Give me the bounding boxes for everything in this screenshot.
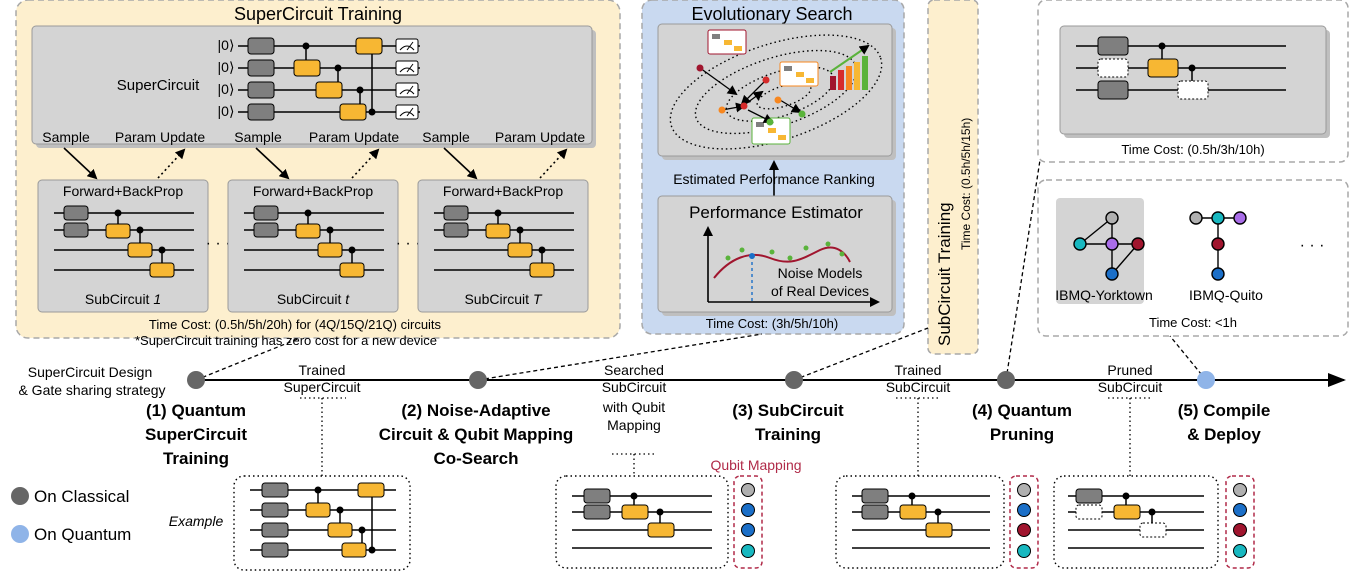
subcircuit-panel-T: Forward+BackProp SubCircuit T: [417, 179, 589, 313]
qubit-mapping-column-2: [1009, 475, 1039, 569]
stage-2-line-3: Co-Search: [433, 449, 518, 468]
subcircuit-name-T: SubCircuit T: [464, 291, 542, 307]
example-leaders: [300, 397, 1152, 476]
example-label: Example: [169, 513, 224, 529]
stage-labels: (1) Quantum SuperCircuit Training (2) No…: [145, 401, 1270, 468]
node-stage-4: [997, 371, 1015, 389]
legend-quantum-marker: [11, 525, 29, 543]
param-update-label-3: Param Update: [495, 129, 585, 145]
subcircuit-name-1: SubCircuit 1: [85, 291, 161, 307]
supercircuit-training-title: SuperCircuit Training: [234, 4, 402, 24]
candidate-circuit-thumbnails: [707, 29, 819, 145]
edge-label-2d: Mapping: [607, 417, 661, 433]
edge-label-3a: Trained: [895, 362, 942, 378]
forward-label-2: Forward+BackProp: [253, 183, 373, 199]
start-label-2: & Gate sharing strategy: [18, 382, 165, 398]
compile-time-cost: Time Cost: <1h: [1149, 315, 1237, 330]
sample-label-1: Sample: [42, 129, 90, 145]
panel-connectors: [195, 159, 1207, 381]
quito-topology: [1189, 211, 1247, 281]
subcircuit-panel-t: Forward+BackProp SubCircuit t: [227, 179, 399, 313]
evolution-time-cost: Time Cost: (3h/5h/10h): [706, 316, 838, 331]
pipeline-nodes: [187, 371, 1215, 389]
edge-label-4b: SubCircuit: [1098, 379, 1163, 395]
edge-label-2b: SubCircuit: [602, 379, 667, 395]
stage-1-line-3: Training: [163, 449, 229, 468]
edge-label-4a: Pruned: [1107, 362, 1152, 378]
example-pruned-subcircuit: [1053, 475, 1219, 569]
stage-4-line-2: Pruning: [990, 425, 1054, 444]
evolution-title: Evolutionary Search: [691, 4, 852, 24]
stage-5-line-2: & Deploy: [1187, 425, 1261, 444]
qubit-mapping-label: Qubit Mapping: [710, 457, 801, 473]
edge-label-3b: SubCircuit: [886, 379, 951, 395]
forward-label-1: Forward+BackProp: [63, 183, 183, 199]
subcircuit-training-panel: SubCircuit Training Time Cost: (0.5h/5h/…: [927, 0, 979, 355]
qubit-mapping-column-1: [733, 475, 763, 569]
legend: On Classical On Quantum: [11, 487, 131, 544]
stage-1-line-1: (1) Quantum: [146, 401, 246, 420]
edge-label-1b: SuperCircuit: [283, 379, 360, 395]
ellipsis-2: · · ·: [396, 235, 421, 252]
forward-label-3: Forward+BackProp: [443, 183, 563, 199]
edge-label-2a: Searched: [604, 362, 664, 378]
ket-1: |0⟩: [218, 37, 235, 53]
example-searched-subcircuit: [555, 475, 729, 569]
node-stage-2: [469, 371, 487, 389]
sample-label-3: Sample: [422, 129, 470, 145]
param-update-label-2: Param Update: [309, 129, 399, 145]
device-yorktown: IBMQ-Yorktown: [1055, 287, 1153, 303]
supercircuit-circuit: [238, 37, 420, 121]
compile-ellipsis: · · ·: [1300, 237, 1325, 254]
node-stage-1: [187, 371, 205, 389]
subcircuit-panel-1: Forward+BackProp SubCircuit 1: [37, 179, 209, 313]
subcircuit-name-t: SubCircuit t: [277, 291, 350, 307]
start-label-1: SuperCircuit Design: [28, 364, 153, 380]
stage-2-line-2: Circuit & Qubit Mapping: [379, 425, 574, 444]
bar-chart-icon: [829, 44, 870, 90]
example-trained-subcircuit: [835, 475, 1005, 569]
edge-label-1a: Trained: [299, 362, 346, 378]
qubit-mapping-column-3: [1225, 475, 1255, 569]
legend-quantum-label: On Quantum: [34, 525, 131, 544]
ket-3: |0⟩: [218, 81, 235, 97]
device-quito: IBMQ-Quito: [1189, 287, 1263, 303]
pruning-time-cost: Time Cost: (0.5h/3h/10h): [1121, 142, 1264, 157]
pruning-panel: Time Cost: (0.5h/3h/10h): [1037, 0, 1349, 163]
search-points: [696, 64, 806, 126]
subcircuit-training-time-cost: Time Cost: (0.5h/5h/15h): [959, 118, 973, 250]
param-update-label-1: Param Update: [115, 129, 205, 145]
stage-2-line-1: (2) Noise-Adaptive: [401, 401, 550, 420]
noise-label-2: of Real Devices: [771, 283, 869, 299]
measure-icons: [395, 38, 419, 120]
compile-panel: · · · IBMQ-Yorktown IBMQ-Quito Time Cost…: [1037, 179, 1349, 337]
estimator-title: Performance Estimator: [689, 203, 863, 222]
supercircuit-training-panel: SuperCircuit Training SuperCircuit |0⟩ |…: [15, 0, 621, 339]
example-supercircuit: [233, 475, 411, 571]
stage-1-line-2: SuperCircuit: [145, 425, 247, 444]
stage-4-line-1: (4) Quantum: [972, 401, 1072, 420]
supercircuit-label: SuperCircuit: [117, 77, 200, 94]
stage-5-line-1: (5) Compile: [1178, 401, 1271, 420]
node-stage-3: [785, 371, 803, 389]
legend-classical-label: On Classical: [34, 487, 129, 506]
stage-3-line-1: (3) SubCircuit: [732, 401, 844, 420]
noise-label-1: Noise Models: [778, 265, 863, 281]
subcircuit-training-title: SubCircuit Training: [935, 202, 954, 346]
edge-label-2c: with Qubit: [602, 399, 665, 415]
ket-4: |0⟩: [218, 103, 235, 119]
legend-classical-marker: [11, 487, 29, 505]
ket-2: |0⟩: [218, 59, 235, 75]
training-time-cost: Time Cost: (0.5h/5h/20h) for (4Q/15Q/21Q…: [149, 317, 442, 332]
evolutionary-search-panel: Evolutionary Search: [641, 0, 905, 335]
sample-label-2: Sample: [234, 129, 282, 145]
training-note: *SuperCircuit training has zero cost for…: [135, 333, 437, 348]
stage-3-line-2: Training: [755, 425, 821, 444]
ellipsis-1: · · ·: [206, 235, 231, 252]
estimator-plot: [703, 226, 880, 307]
yorktown-topology: [1073, 211, 1145, 281]
node-stage-5: [1197, 371, 1215, 389]
